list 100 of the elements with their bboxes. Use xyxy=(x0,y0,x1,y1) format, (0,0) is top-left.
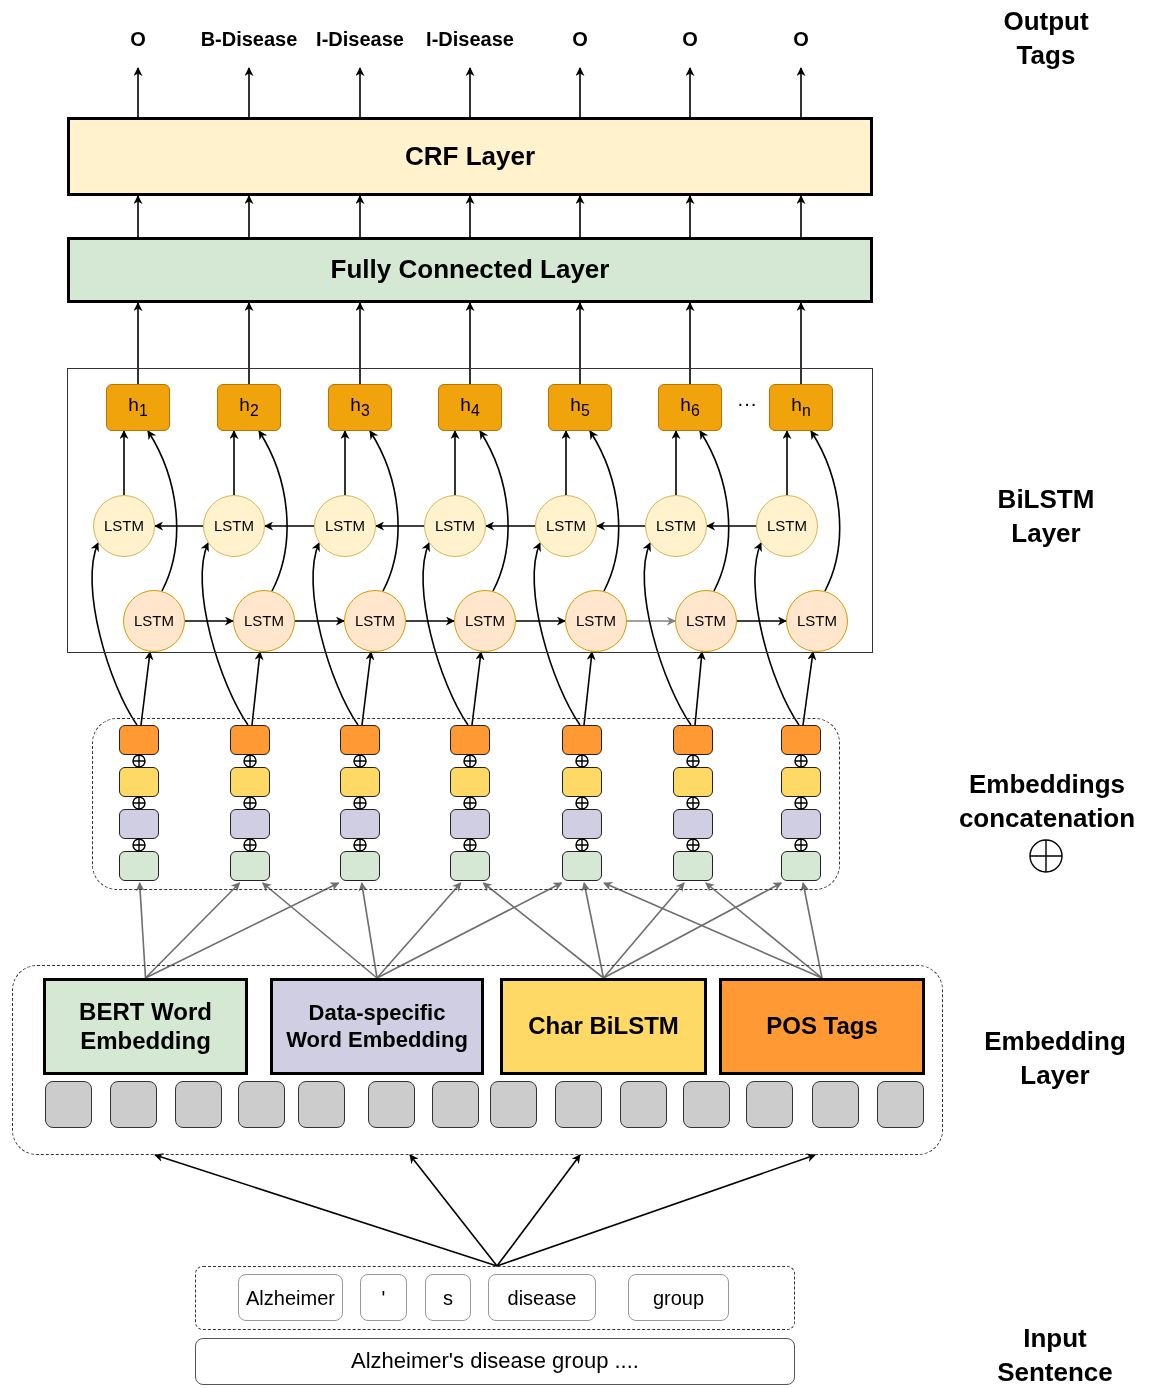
embedding-segment xyxy=(673,809,713,839)
embedding-segment xyxy=(673,767,713,797)
output-tag-text: B-Disease xyxy=(193,22,305,56)
arrow xyxy=(705,882,823,979)
embedding-segment xyxy=(450,809,490,839)
arrow xyxy=(485,521,536,531)
arrow xyxy=(355,67,365,118)
arrow xyxy=(154,1153,498,1267)
arrow xyxy=(450,430,460,496)
arrow xyxy=(91,542,138,726)
arrow xyxy=(465,302,475,385)
forward-lstm-circle: LSTM xyxy=(675,590,737,652)
embedding-concat-group xyxy=(92,718,840,890)
token-vector-box xyxy=(490,1081,537,1128)
arrow xyxy=(796,302,806,385)
forward-lstm-circle: LSTM xyxy=(123,590,185,652)
output-tag-text: O xyxy=(745,22,857,56)
embedding-segment xyxy=(230,767,270,797)
arrow xyxy=(706,521,757,531)
arrow xyxy=(810,430,841,592)
arrow xyxy=(294,616,345,626)
arrow xyxy=(229,430,239,496)
embedding-source-box: POS Tags xyxy=(719,978,925,1075)
arrow xyxy=(361,651,375,726)
section-title: Output Tags xyxy=(1002,5,1090,72)
token-vector-box xyxy=(45,1081,92,1128)
hidden-state-box: h$_{5}$ xyxy=(548,384,612,431)
arrow xyxy=(671,430,681,496)
embedding-source-box: Data-specific Word Embedding xyxy=(270,978,484,1075)
arrow xyxy=(581,882,605,979)
section-title: Embeddings concatenation xyxy=(957,768,1137,835)
arrow xyxy=(144,882,241,979)
arrow xyxy=(358,882,378,979)
arrow xyxy=(369,430,399,592)
arrow xyxy=(355,302,365,385)
arrow xyxy=(201,542,249,726)
arrow xyxy=(244,302,254,385)
arrow xyxy=(251,651,264,726)
arrow xyxy=(258,430,288,592)
bilstm-layer-panel xyxy=(67,368,873,653)
token-group xyxy=(195,1266,795,1330)
embedding-source-box: BERT Word Embedding xyxy=(43,978,248,1075)
embedding-segment xyxy=(673,851,713,881)
sentence-box: Alzheimer's disease group .... xyxy=(195,1338,795,1385)
arrow xyxy=(479,430,509,592)
arrow xyxy=(575,67,585,118)
token-vector-box xyxy=(110,1081,157,1128)
arrow xyxy=(135,882,147,979)
arrow xyxy=(754,542,800,726)
arrow xyxy=(264,521,315,531)
embedding-segment xyxy=(340,851,380,881)
embedding-segment xyxy=(340,767,380,797)
embedding-segment xyxy=(781,725,821,755)
arrow xyxy=(603,882,823,979)
embedding-segment xyxy=(562,851,602,881)
token-box: disease xyxy=(488,1274,596,1321)
embedding-segment xyxy=(781,809,821,839)
embedding-segment xyxy=(781,767,821,797)
section-title: Input Sentence xyxy=(996,1322,1114,1388)
arrow xyxy=(575,302,585,385)
backward-lstm-circle: LSTM xyxy=(424,495,486,557)
backward-lstm-circle: LSTM xyxy=(314,495,376,557)
arrow xyxy=(465,67,475,118)
arrow xyxy=(376,882,563,979)
embedding-segment xyxy=(562,809,602,839)
arrow xyxy=(583,651,596,726)
embedding-segment xyxy=(230,725,270,755)
embedding-segment xyxy=(450,725,490,755)
embedding-segment xyxy=(230,851,270,881)
arrow xyxy=(800,882,823,979)
arrow xyxy=(602,882,685,979)
arrow xyxy=(140,651,154,726)
fully-connected-layer-box: Fully Connected Layer xyxy=(67,237,873,303)
output-tag-text: O xyxy=(524,22,636,56)
arrow xyxy=(575,195,585,238)
token-vector-box xyxy=(368,1081,415,1128)
hidden-state-box: h$_{6}$ xyxy=(658,384,722,431)
arrow xyxy=(533,542,581,726)
arrow xyxy=(376,882,462,979)
output-tag-text: O xyxy=(634,22,746,56)
arrow xyxy=(685,67,695,118)
arrow xyxy=(355,195,365,238)
token-vector-box xyxy=(432,1081,479,1128)
embedding-segment xyxy=(340,809,380,839)
hidden-state-box: h$_{2}$ xyxy=(217,384,281,431)
token-vector-box xyxy=(238,1081,285,1128)
hidden-state-box: h$_{3}$ xyxy=(328,384,392,431)
embedding-segment xyxy=(340,725,380,755)
backward-lstm-circle: LSTM xyxy=(756,495,818,557)
backward-lstm-circle: LSTM xyxy=(203,495,265,557)
arrow xyxy=(133,302,143,385)
token-vector-box xyxy=(175,1081,222,1128)
backward-lstm-circle: LSTM xyxy=(93,495,155,557)
embedding-segment xyxy=(230,809,270,839)
arrow xyxy=(244,195,254,238)
arrow xyxy=(589,430,620,592)
backward-lstm-circle: LSTM xyxy=(535,495,597,557)
arrow xyxy=(119,430,129,496)
crf-layer-box: CRF Layer xyxy=(67,117,873,196)
forward-lstm-circle: LSTM xyxy=(233,590,295,652)
